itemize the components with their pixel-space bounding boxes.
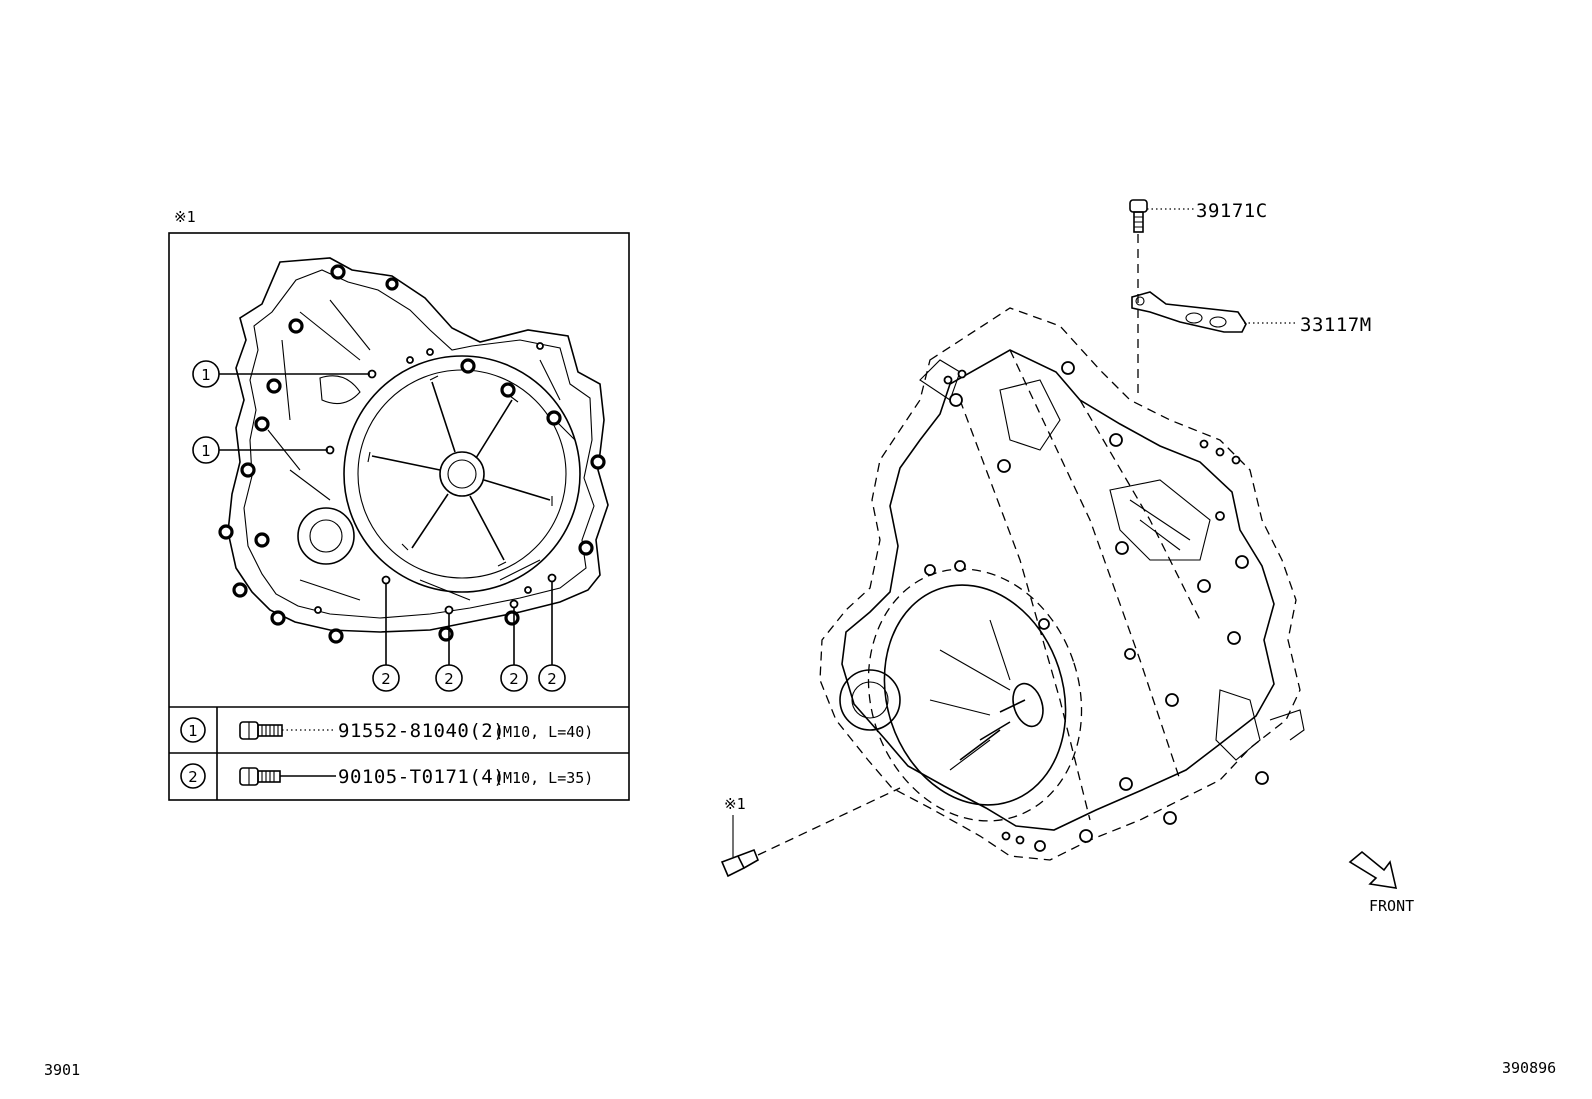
inset-bolt-holes <box>218 264 606 644</box>
bolt-part-number-1: 91552-81040(2) <box>338 720 505 742</box>
bolt-39171c: 39171C <box>1129 199 1268 233</box>
main-note-mark: ※1 <box>724 795 746 813</box>
bolt-table-row-2: 2 90105-T0171(4) (M10, L=35) <box>180 763 593 789</box>
illustration-code: 390896 <box>1502 1059 1556 1077</box>
main-bolt-holes <box>924 361 1269 852</box>
svg-text:2: 2 <box>547 670 557 688</box>
bolt-table-row-1: 1 91552-81040(2) (M10, L=40) <box>180 717 593 743</box>
callout-1-lower: 1 <box>192 436 328 464</box>
bolt-spec-2: (M10, L=35) <box>494 769 593 787</box>
bolt-icon <box>239 767 281 786</box>
svg-text:1: 1 <box>188 722 198 740</box>
callout-2-c: 2 <box>500 608 528 692</box>
part-number-33117m: 33117M <box>1300 314 1372 336</box>
inset-panel: ※1 <box>168 208 630 801</box>
bracket-33117m: 33117M <box>1131 291 1372 336</box>
inset-note-mark: ※1 <box>174 208 196 226</box>
svg-text:2: 2 <box>188 768 198 786</box>
bolt-part-number-2: 90105-T0171(4) <box>338 766 505 788</box>
callout-2-a: 2 <box>372 584 400 692</box>
callout-2-b: 2 <box>435 614 463 692</box>
svg-text:2: 2 <box>509 670 519 688</box>
svg-text:2: 2 <box>444 670 454 688</box>
svg-text:2: 2 <box>381 670 391 688</box>
note-bolt-lower: ※1 <box>720 787 901 878</box>
svg-text:1: 1 <box>201 366 211 384</box>
inset-frame <box>168 232 630 801</box>
inset-small-holes <box>314 342 557 615</box>
callout-2-d: 2 <box>538 582 566 692</box>
front-direction-arrow: FRONT <box>1348 850 1414 915</box>
inset-transaxle-housing <box>218 257 609 644</box>
bolt-icon <box>239 721 283 740</box>
main-transaxle-assembly: 39171C 33117M ※1 FRONT <box>720 199 1414 915</box>
front-label: FRONT <box>1369 897 1414 915</box>
callout-1-upper: 1 <box>192 360 370 388</box>
bolt-spec-1: (M10, L=40) <box>494 723 593 741</box>
svg-text:1: 1 <box>201 442 211 460</box>
part-number-39171c: 39171C <box>1196 200 1268 222</box>
index-code: 3901 <box>44 1061 80 1079</box>
